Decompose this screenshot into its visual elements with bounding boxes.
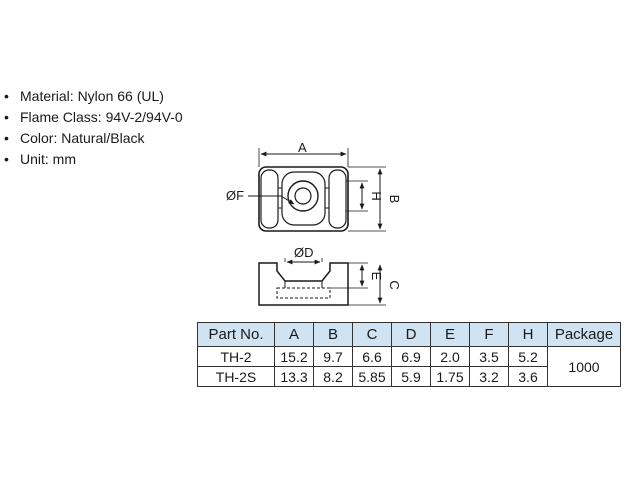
dim-label-f: ØF <box>226 188 244 203</box>
top-view <box>248 148 386 232</box>
dim-label-c: C <box>387 280 402 289</box>
cell-d: 5.9 <box>391 366 431 387</box>
header-d: D <box>391 322 431 347</box>
spec-text: Color: Natural/Black <box>20 130 145 146</box>
dim-label-b: B <box>387 195 402 204</box>
hidden-channel <box>276 287 331 299</box>
header-b: B <box>313 322 353 347</box>
spec-item-flame-class: • Flame Class: 94V-2/94V-0 <box>4 107 183 128</box>
cell-h: 5.2 <box>508 346 548 367</box>
cell-c: 6.6 <box>352 346 392 367</box>
cell-package: 1000 <box>547 346 621 387</box>
left-slot <box>260 169 279 229</box>
table-header-row: Part No. A B C D E F H Package <box>197 322 621 347</box>
cell-f: 3.2 <box>469 366 509 387</box>
header-c: C <box>352 322 392 347</box>
header-f: F <box>469 322 509 347</box>
screw-hole-inner <box>294 187 312 205</box>
spec-text: Unit: mm <box>20 151 76 167</box>
cell-e: 1.75 <box>430 366 470 387</box>
header-h: H <box>508 322 548 347</box>
dim-label-d: ØD <box>294 245 314 260</box>
bullet-icon: • <box>4 130 9 146</box>
right-slot <box>328 169 347 229</box>
header-package: Package <box>547 322 621 347</box>
spec-text: Flame Class: 94V-2/94V-0 <box>20 109 183 125</box>
header-part-no: Part No. <box>197 322 275 347</box>
spec-item-material: • Material: Nylon 66 (UL) <box>4 86 183 107</box>
bullet-icon: • <box>4 109 9 125</box>
header-e: E <box>430 322 470 347</box>
cell-c: 5.85 <box>352 366 392 387</box>
spec-item-unit: • Unit: mm <box>4 149 183 170</box>
cell-b: 8.2 <box>313 366 353 387</box>
side-profile <box>258 262 349 306</box>
center-boss <box>281 171 326 226</box>
cell-e: 2.0 <box>430 346 470 367</box>
specification-table: Part No. A B C D E F H Package TH-2 15.2… <box>197 322 621 387</box>
cell-d: 6.9 <box>391 346 431 367</box>
table-row: TH-2S 13.3 8.2 5.85 5.9 1.75 3.2 3.6 <box>197 366 621 387</box>
cell-part-no: TH-2 <box>197 346 275 367</box>
bullet-icon: • <box>4 88 9 104</box>
dim-label-a: A <box>298 140 307 155</box>
dim-label-e: E <box>369 272 384 281</box>
spec-item-color: • Color: Natural/Black <box>4 128 183 149</box>
table-row: TH-2 15.2 9.7 6.6 6.9 2.0 3.5 5.2 1000 <box>197 346 621 387</box>
cell-b: 9.7 <box>313 346 353 367</box>
screw-hole <box>287 180 319 212</box>
mount-body-outline <box>258 166 349 232</box>
side-view <box>258 258 386 306</box>
spec-list: • Material: Nylon 66 (UL) • Flame Class: 9… <box>4 86 183 170</box>
cell-a: 15.2 <box>274 346 314 367</box>
cell-part-no: TH-2S <box>197 366 275 387</box>
dim-leader-f <box>248 195 295 205</box>
dim-label-h: H <box>369 191 384 200</box>
cell-a: 13.3 <box>274 366 314 387</box>
header-a: A <box>274 322 314 347</box>
spec-text: Material: Nylon 66 (UL) <box>20 88 164 104</box>
cell-h: 3.6 <box>508 366 548 387</box>
bullet-icon: • <box>4 151 9 167</box>
cell-f: 3.5 <box>469 346 509 367</box>
